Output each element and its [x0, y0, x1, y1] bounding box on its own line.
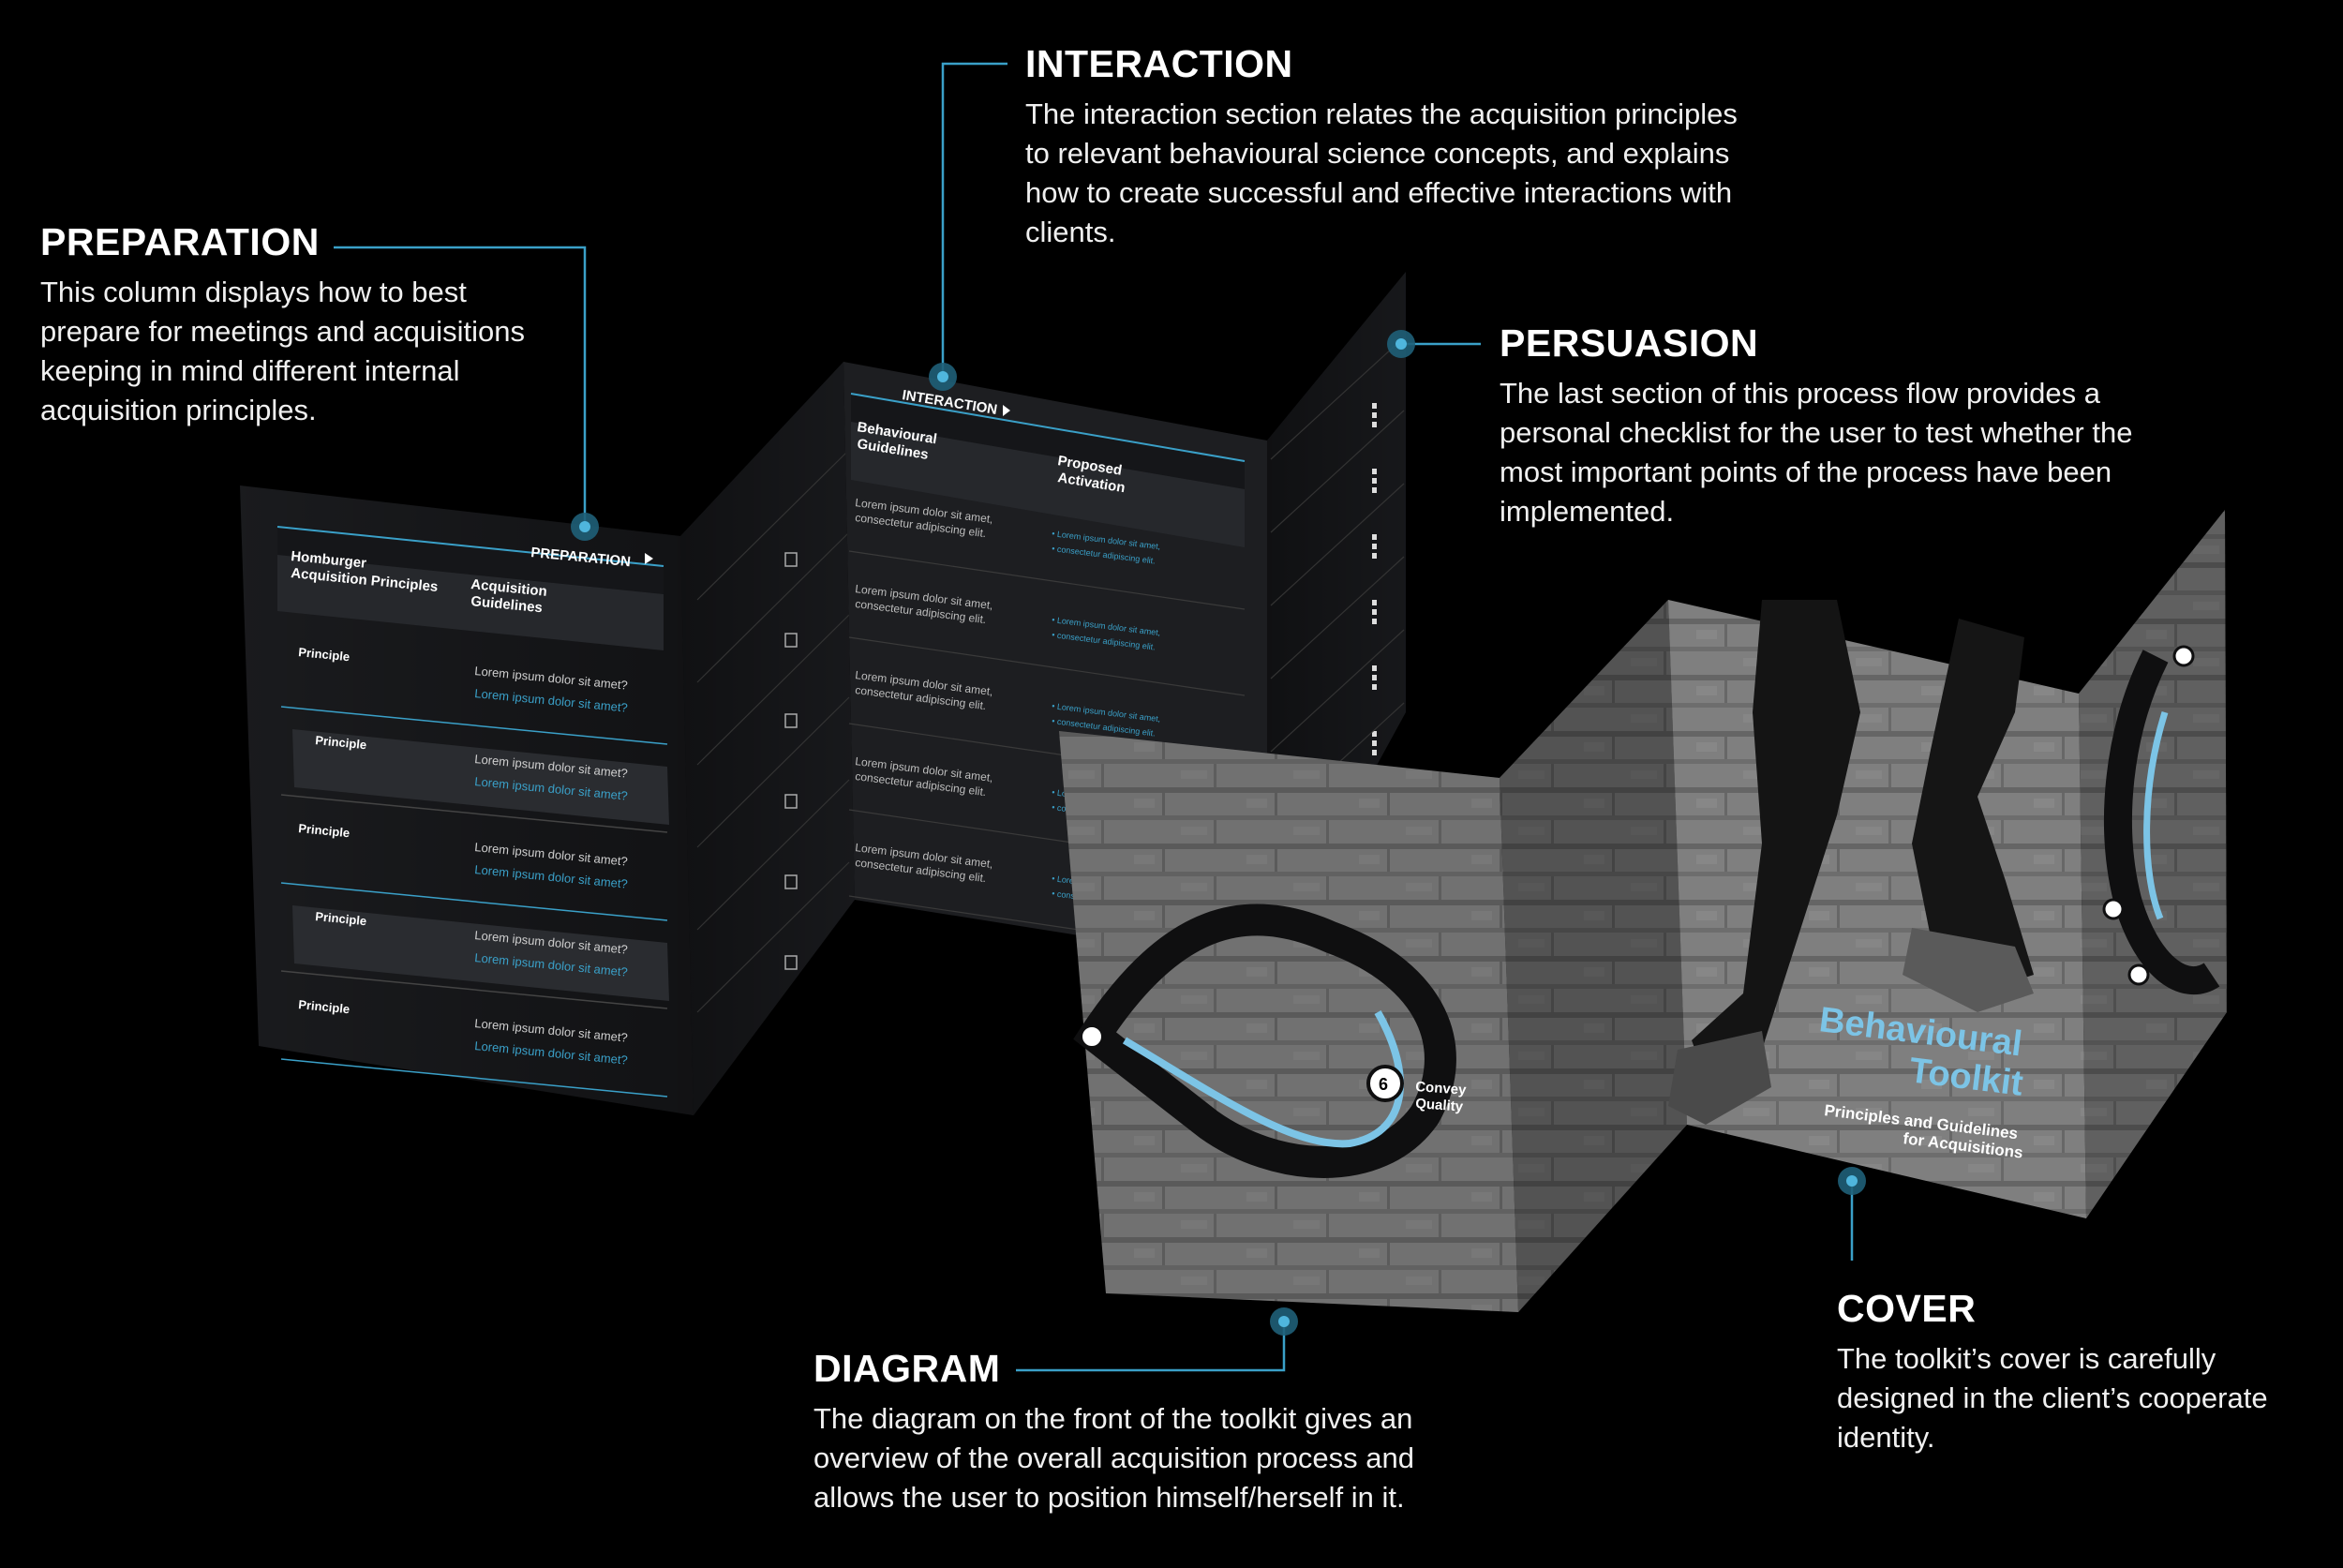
callout-interaction-title: INTERACTION	[1025, 42, 1293, 85]
row-principle-label: Principle	[298, 997, 351, 1016]
callout-preparation: PREPARATION This column displays how to …	[40, 220, 565, 429]
row-principle-label: Principle	[298, 645, 351, 664]
row-divider	[696, 531, 850, 683]
callout-interaction-body: The interaction section relates the acqu…	[1025, 97, 1738, 248]
brochure-photo: 6 Convey Quality Behavioural Toolkit Pri…	[1059, 510, 2227, 1312]
diagram-convey-l1: Convey	[1415, 1079, 1468, 1098]
row-principle-label: Principle	[298, 821, 351, 840]
checkbox-mark	[784, 955, 798, 970]
callout-preparation-body: This column displays how to best prepare…	[40, 276, 525, 426]
checkbox-mark	[784, 713, 798, 728]
checklist-tick	[1372, 600, 1377, 605]
diagram-step-number: 6	[1379, 1075, 1388, 1094]
checklist-tick	[1372, 534, 1377, 540]
callout-preparation-title: PREPARATION	[40, 220, 320, 263]
table-row-highlight	[292, 905, 669, 1001]
panel-preparation: PREPARATION Homburger Acquisition Princi…	[240, 485, 694, 1115]
checklist-tick	[1372, 478, 1377, 484]
checklist-tick	[1372, 740, 1377, 746]
checklist-tick	[1372, 403, 1377, 409]
row-divider	[1270, 556, 1405, 679]
callout-persuasion-body: The last section of this process flow pr…	[1500, 377, 2133, 528]
callout-persuasion: PERSUASION The last section of this proc…	[1500, 321, 2137, 530]
row-divider	[696, 779, 850, 931]
checklist-tick	[1372, 609, 1377, 615]
callout-cover-title: COVER	[1837, 1287, 1977, 1330]
callout-cover-body: The toolkit’s cover is carefully designe…	[1837, 1342, 2268, 1454]
row-divider	[696, 861, 850, 1013]
leader-lines	[334, 62, 1854, 1372]
checklist-tick	[1372, 619, 1377, 624]
row-divider	[280, 794, 668, 833]
row-principle-label: Principle	[315, 909, 367, 928]
checklist-tick	[1372, 675, 1377, 680]
table-row-highlight	[292, 729, 669, 825]
callout-diagram-body: The diagram on the front of the toolkit …	[813, 1402, 1415, 1514]
row-divider	[696, 614, 850, 766]
row-divider	[1270, 483, 1405, 606]
checkbox-mark	[784, 552, 798, 567]
callout-diagram-title: DIAGRAM	[813, 1347, 1001, 1390]
checklist-tick	[1372, 684, 1377, 690]
checklist-tick	[1372, 469, 1377, 474]
callout-cover: COVER The toolkit’s cover is carefully d…	[1837, 1287, 2287, 1457]
row-divider	[280, 882, 668, 921]
row-divider	[280, 706, 668, 745]
checkbox-mark	[784, 874, 798, 889]
callout-diagram: DIAGRAM The diagram on the front of the …	[813, 1347, 1470, 1517]
runner-leg-left	[1692, 600, 1860, 1078]
row-divider	[1270, 629, 1405, 753]
row-divider	[848, 550, 1246, 610]
checklist-tick	[1372, 750, 1377, 755]
checklist-tick	[1372, 665, 1377, 671]
checklist-tick	[1372, 731, 1377, 737]
runner-leg-right	[1912, 619, 2034, 993]
row-divider	[280, 1058, 668, 1098]
checklist-tick	[1372, 487, 1377, 493]
row-divider	[280, 970, 668, 1009]
checklist-tick	[1372, 422, 1377, 427]
row-divider	[848, 636, 1246, 696]
row-divider	[1270, 410, 1405, 533]
row-principle-label: Principle	[315, 733, 367, 752]
checkbox-mark	[784, 633, 798, 648]
row-divider	[696, 449, 850, 601]
callout-interaction: INTERACTION The interaction section rela…	[1025, 42, 1738, 251]
callout-persuasion-title: PERSUASION	[1500, 321, 1759, 365]
callout-dots	[571, 330, 1866, 1336]
row-divider	[696, 696, 850, 848]
panel-fold-a	[680, 362, 855, 1115]
checklist-tick	[1372, 553, 1377, 559]
checklist-tick	[1372, 412, 1377, 418]
row-divider	[1270, 336, 1405, 460]
diagram-convey-l2: Quality	[1415, 1096, 1465, 1115]
checklist-tick	[1372, 544, 1377, 549]
checkbox-mark	[784, 794, 798, 809]
diagram-loop	[1073, 903, 1456, 1178]
